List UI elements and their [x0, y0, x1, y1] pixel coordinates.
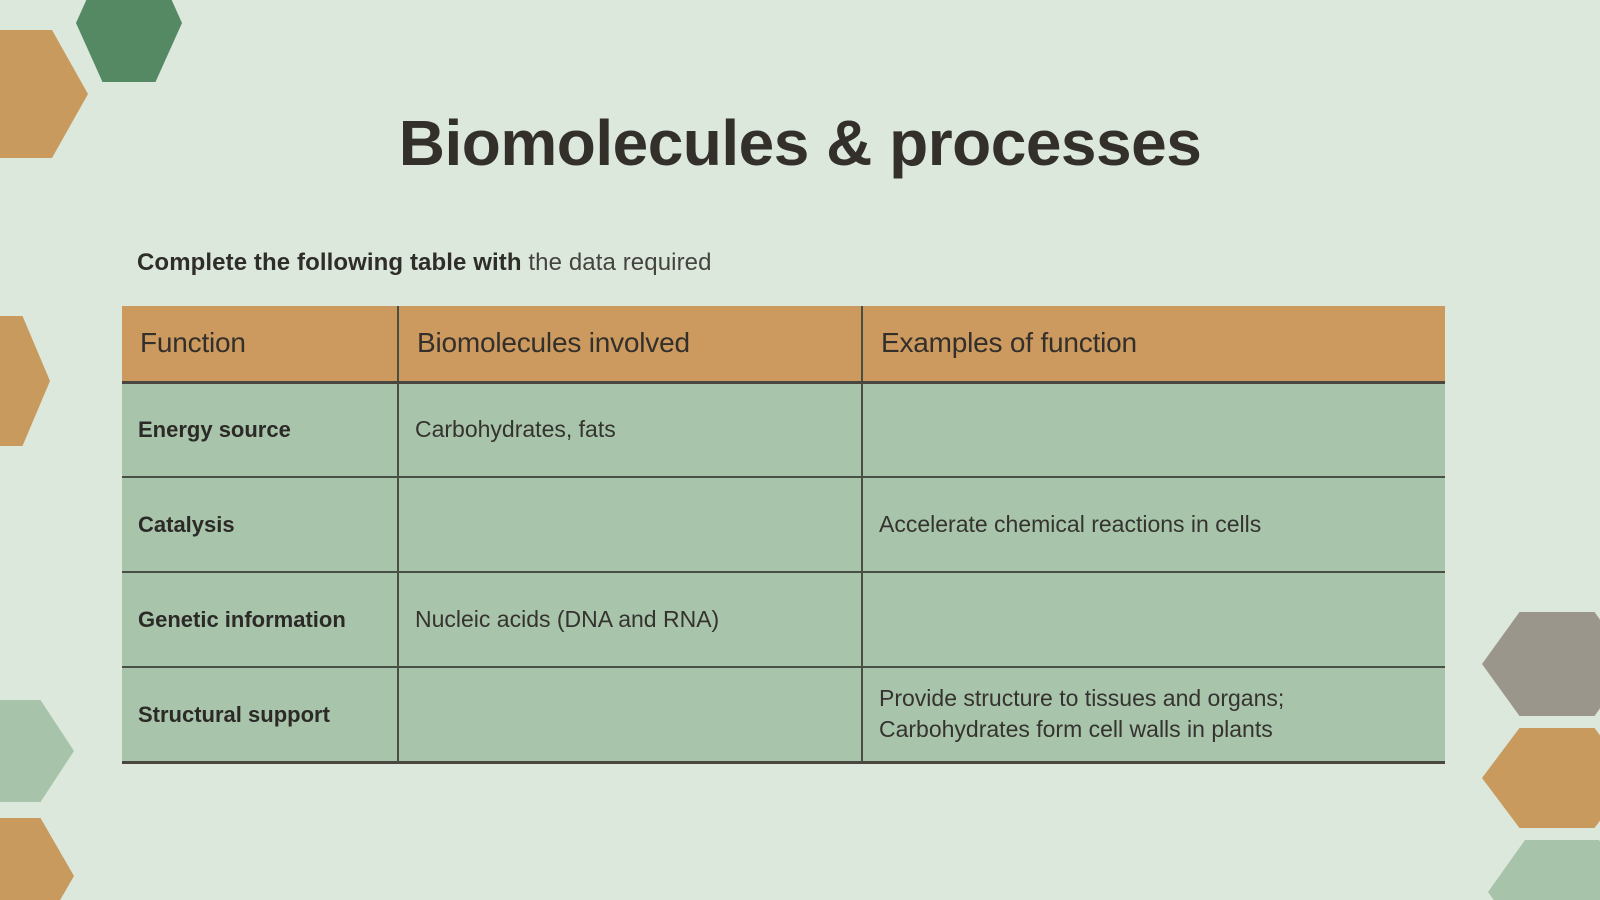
- column-header-function: Function: [122, 306, 399, 384]
- cell-examples-genetic-information[interactable]: [862, 572, 1445, 668]
- table-body: Energy source Carbohydrates, fats Cataly…: [122, 382, 1445, 764]
- table-header-row: Function Biomolecules involved Examples …: [122, 306, 1445, 384]
- cell-examples-catalysis[interactable]: Accelerate chemical reactions in cells: [862, 477, 1445, 573]
- table-row: Genetic information Nucleic acids (DNA a…: [122, 572, 1445, 668]
- cell-function-structural-support: Structural support: [122, 667, 399, 764]
- cell-biomolecules-catalysis[interactable]: [398, 477, 863, 573]
- cell-examples-structural-support[interactable]: Provide structure to tissues and organs;…: [862, 667, 1445, 764]
- instruction-normal: the data required: [521, 249, 712, 276]
- cell-biomolecules-genetic-information[interactable]: Nucleic acids (DNA and RNA): [398, 572, 863, 668]
- instruction-bold: Complete the following table with: [137, 249, 522, 276]
- cell-line-1: Accelerate chemical reactions in cells: [879, 511, 1262, 538]
- cell-biomolecules-structural-support[interactable]: [398, 667, 863, 764]
- cell-function-catalysis: Catalysis: [122, 477, 399, 573]
- cell-function-energy-source: Energy source: [122, 382, 399, 478]
- table-row: Structural support Provide structure to …: [122, 667, 1445, 764]
- cell-line-1: Provide structure to tissues and organs;: [879, 685, 1285, 712]
- biomolecules-table: Function Biomolecules involved Examples …: [122, 306, 1445, 764]
- column-header-biomolecules: Biomolecules involved: [398, 306, 863, 384]
- cell-function-genetic-information: Genetic information: [122, 572, 399, 668]
- cell-biomolecules-energy-source[interactable]: Carbohydrates, fats: [398, 382, 863, 478]
- column-header-examples: Examples of function: [862, 306, 1445, 384]
- table-row: Energy source Carbohydrates, fats: [122, 382, 1445, 478]
- instruction-text: Complete the following table with the da…: [137, 249, 712, 277]
- table-header: Function Biomolecules involved Examples …: [122, 306, 1445, 384]
- cell-examples-energy-source[interactable]: [862, 382, 1445, 478]
- page-title: Biomolecules & processes: [398, 107, 1202, 179]
- table-row: Catalysis Accelerate chemical reactions …: [122, 477, 1445, 573]
- biomolecules-table-container: Function Biomolecules involved Examples …: [122, 306, 1445, 764]
- cell-line-2: Carbohydrates form cell walls in plants: [879, 716, 1273, 743]
